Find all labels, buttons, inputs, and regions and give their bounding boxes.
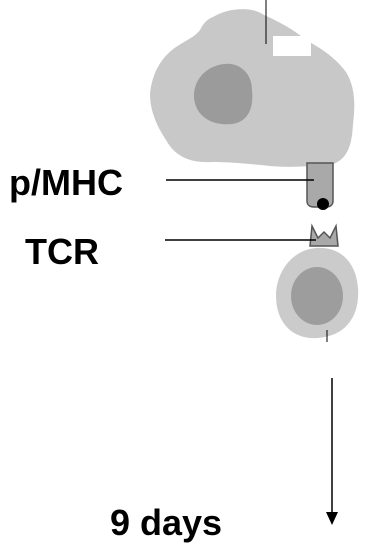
pmhc-label: p/MHC [9, 162, 123, 203]
peptide [317, 198, 329, 210]
duration-label: 9 days [110, 502, 222, 543]
tcr-receptor [309, 223, 339, 247]
tcr-label: TCR [25, 231, 99, 272]
t-cell-nucleus [291, 267, 343, 325]
apc-nucleus [193, 63, 253, 125]
time-arrow-head [326, 512, 338, 525]
apc-notch [273, 36, 311, 56]
